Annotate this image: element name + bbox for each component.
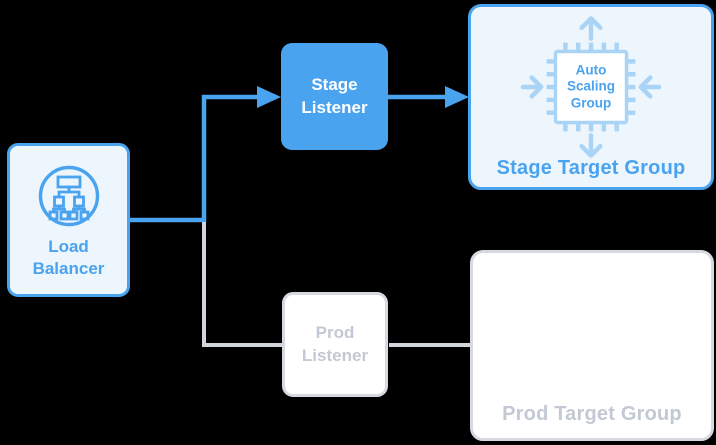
prod-target-group-label: Prod Target Group [502,403,682,425]
prod-target-group-node: Prod Target Group [470,250,714,441]
chip-body [553,49,629,125]
scale-arrow-up-icon [579,16,603,41]
load-balancer-label: Load Balancer [32,237,105,279]
connector-lb-to-stage-listener [130,94,257,223]
connector-lb-to-prod-listener [202,222,283,347]
load-balancer-icon [38,165,99,227]
chip-pins [546,42,636,132]
stage-target-group-label: Stage Target Group [496,157,686,179]
auto-scaling-group-label: Auto Scaling Group [566,62,615,111]
load-balancer-node: Load Balancer [7,143,130,297]
arrowhead-into-stage-listener-icon [257,86,281,108]
auto-scaling-group-chip-icon: Auto Scaling Group [517,13,665,161]
stage-listener-node: Stage Listener [281,43,388,150]
stage-listener-label: Stage Listener [301,75,368,117]
stage-target-group-node: Auto Scaling Group Stage Target Group [468,4,714,190]
scale-arrow-inward-left-icon [520,75,544,99]
scale-arrow-inward-right-icon [638,75,662,99]
prod-listener-node: Prod Listener [282,292,388,397]
scale-arrow-down-icon [579,133,603,158]
arrowhead-into-stage-tg-icon [445,86,469,108]
prod-listener-label: Prod Listener [301,323,369,365]
